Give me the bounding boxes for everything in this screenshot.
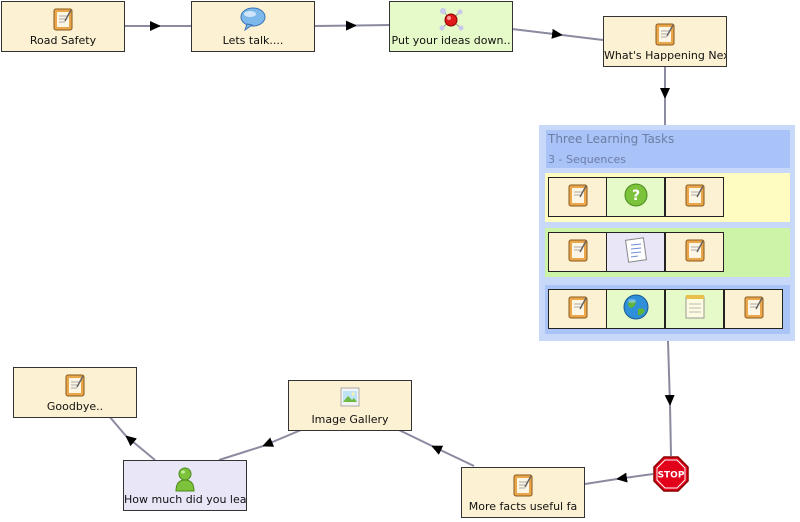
activity-label: How much did you lea <box>124 493 246 506</box>
sequence-lane-1[interactable]: ? <box>545 173 790 222</box>
notebook-icon <box>567 295 589 323</box>
question-icon: ? <box>623 182 649 212</box>
sequence-group-header <box>546 130 790 168</box>
activity-image-gallery[interactable]: Image Gallery <box>288 380 412 431</box>
mindmap-icon <box>437 7 465 36</box>
sequence-group-subtitle: 3 - Sequences <box>548 153 626 166</box>
connector-9 <box>125 435 156 461</box>
image-gallery-icon <box>338 386 362 413</box>
activity-whats-happening[interactable]: What's Happening Nex <box>603 16 727 67</box>
person-icon <box>174 466 196 495</box>
activity-road-safety[interactable]: Road Safety <box>1 1 125 52</box>
connector-3 <box>511 28 563 39</box>
lane-activity[interactable] <box>548 232 607 272</box>
lane-activity[interactable] <box>724 289 783 329</box>
sequence-lane-2[interactable] <box>545 228 790 277</box>
activity-more-facts[interactable]: More facts useful fa <box>461 467 585 518</box>
sequence-group-title: Three Learning Tasks <box>548 132 675 146</box>
activity-label: Image Gallery <box>311 413 389 426</box>
notebook-icon <box>684 238 706 266</box>
notes-icon <box>684 294 706 324</box>
sequence-lane-3[interactable] <box>545 285 790 334</box>
globe-icon <box>622 293 650 325</box>
stop-gate[interactable]: STOP <box>653 456 689 492</box>
activity-lets-talk[interactable]: Lets talk.... <box>191 1 315 52</box>
lane-activity[interactable] <box>548 289 607 329</box>
stop-label: STOP <box>658 471 685 481</box>
notebook-icon <box>52 7 74 34</box>
notebook-icon <box>64 373 86 400</box>
connector-7 <box>431 445 475 467</box>
activity-label: What's Happening Nex <box>604 49 726 62</box>
lane-activity[interactable] <box>606 289 665 329</box>
activity-goodbye[interactable]: Goodbye.. <box>13 367 137 418</box>
connector-8 <box>262 429 302 447</box>
checklist-icon <box>624 237 648 267</box>
activity-label: Road Safety <box>29 34 97 47</box>
activity-label: Lets talk.... <box>222 34 284 47</box>
activity-label: Goodbye.. <box>46 400 104 413</box>
activity-label: Put your ideas down.. <box>391 34 511 47</box>
connector-2 <box>314 20 357 31</box>
notebook-icon <box>743 295 765 323</box>
lane-activity[interactable] <box>665 289 724 329</box>
notebook-icon <box>654 22 676 49</box>
notebook-icon <box>684 183 706 211</box>
stop-sign-icon: STOP <box>653 456 689 492</box>
connector-6 <box>616 472 654 483</box>
chat-bubble-icon <box>239 7 267 34</box>
connector-5 <box>664 340 675 406</box>
lane-activity[interactable] <box>665 177 724 217</box>
lane-activity[interactable] <box>548 177 607 217</box>
svg-text:?: ? <box>631 188 639 204</box>
activity-how-much[interactable]: How much did you lea <box>123 460 247 511</box>
activity-label: More facts useful fa <box>468 500 578 513</box>
lane-activity[interactable] <box>665 232 724 272</box>
activity-put-ideas[interactable]: Put your ideas down.. <box>389 1 513 52</box>
notebook-icon <box>567 183 589 211</box>
lane-activity[interactable]: ? <box>606 177 665 217</box>
lane-activity[interactable] <box>606 232 665 272</box>
notebook-icon <box>512 473 534 500</box>
notebook-icon <box>567 238 589 266</box>
